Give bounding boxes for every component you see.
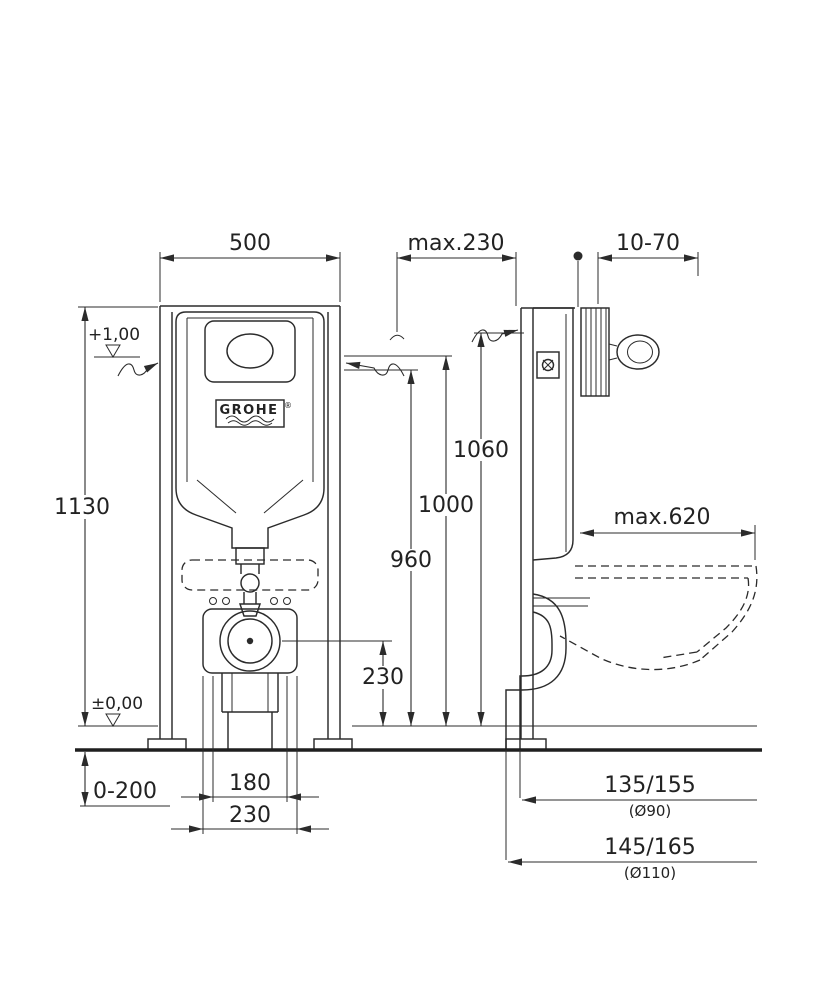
label-level-top: +1,00 <box>88 325 140 345</box>
dim-floor-adjust <box>80 752 170 807</box>
front-view: GROHE ® <box>147 305 353 751</box>
dim-height-1000 <box>344 355 452 726</box>
wc-bowl-dashed-outline <box>559 565 758 671</box>
label-outlet-90-dia: (Ø90) <box>629 802 672 820</box>
dim-outlet-110 <box>505 750 757 866</box>
wall-break-arrow-side <box>471 329 519 343</box>
label-drain-height: 230 <box>362 665 404 690</box>
drain-elbow-side <box>505 593 567 750</box>
dim-height-1060 <box>474 332 524 726</box>
brand-label: GROHE <box>220 403 279 418</box>
dim-bowl-depth <box>580 525 756 560</box>
flush-plate-side <box>580 307 660 397</box>
flush-button-side <box>616 334 660 370</box>
label-plate-range: 10-70 <box>616 231 680 256</box>
label-height-960: 960 <box>390 548 432 573</box>
grohe-logo: GROHE ® <box>215 399 292 428</box>
datum-level-top <box>94 344 140 358</box>
dim-drain-widths <box>171 676 329 834</box>
wall-break-arrow-right <box>345 361 405 377</box>
label-floor-adjust: 0-200 <box>93 779 157 804</box>
label-front-width: 500 <box>229 231 271 256</box>
fill-valve-detail <box>536 351 560 379</box>
label-drain-width-outer: 230 <box>229 803 271 828</box>
flush-valve-front <box>235 547 265 617</box>
label-height-1000: 1000 <box>418 493 474 518</box>
dim-front-width <box>159 252 341 302</box>
mounting-frame-front <box>147 305 353 751</box>
dim-height-960 <box>344 369 418 726</box>
dim-outlet-90 <box>519 750 757 804</box>
cistern-front <box>175 311 325 549</box>
dimension-labels: 500 max.230 10-70 1130 +1,00 ±0,00 1060 … <box>54 231 710 882</box>
label-outlet-110-dia: (Ø110) <box>624 864 676 882</box>
drain-assembly-front <box>202 597 298 750</box>
label-drain-width-inner: 180 <box>229 771 271 796</box>
label-level-floor: ±0,00 <box>91 694 143 714</box>
side-view <box>505 307 758 751</box>
label-outlet-90: 135/155 <box>604 773 695 798</box>
datum-level-floor <box>105 713 121 727</box>
brand-registered-mark: ® <box>284 401 292 410</box>
label-outlet-110: 145/165 <box>604 835 695 860</box>
label-bowl-depth: max.620 <box>614 505 711 530</box>
label-front-height: 1130 <box>54 495 110 520</box>
label-wall-distance: max.230 <box>408 231 505 256</box>
label-height-1060: 1060 <box>453 438 509 463</box>
mounting-frame-side <box>505 307 575 751</box>
cistern-side <box>532 307 574 561</box>
dimension-lines <box>75 251 762 866</box>
wall-break-arrow-left <box>117 362 159 377</box>
wall-reference-dot <box>573 251 583 261</box>
cross-brace-dashed <box>181 559 319 591</box>
dim-plate-range <box>573 251 699 307</box>
flush-actuator-front <box>204 320 296 383</box>
dim-wall-distance <box>389 252 517 341</box>
flush-button-front <box>226 333 274 369</box>
